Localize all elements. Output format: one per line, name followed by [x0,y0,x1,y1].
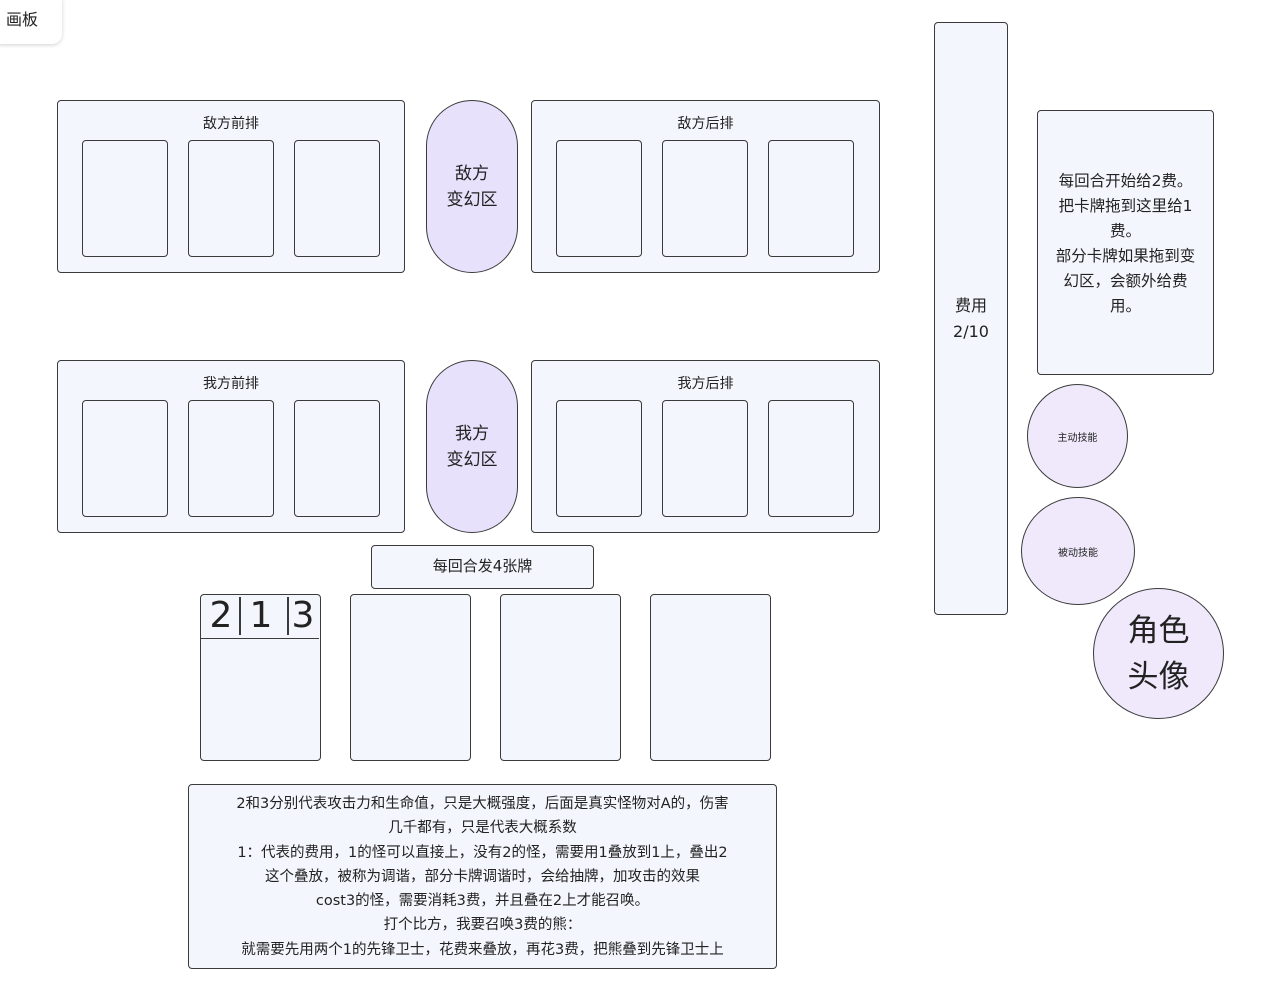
canvas-tab-label: 画板 [6,10,39,29]
cost-rule-note: 每回合开始给2费。 把卡牌拖到这里给1 费。 部分卡牌如果拖到变 幻区，会额外给… [1037,110,1214,375]
ally-front-row: 我方前排 [57,360,405,533]
enemy-back-row-title: 敌方后排 [677,116,734,132]
ally-back-row: 我方后排 [531,360,880,533]
rules-explanation: 2和3分别代表攻击力和生命值，只是大概强度，后面是真实怪物对A的，伤害 几千都有… [188,784,777,969]
stat-divider [239,597,241,635]
enemy-back-slot-3[interactable] [768,140,854,257]
stat-divider [287,597,289,635]
ally-back-slot-1[interactable] [556,400,642,517]
card-stat-header: 2 1 3 [201,595,319,639]
ally-back-slot-3[interactable] [768,400,854,517]
ally-front-slot-3[interactable] [294,400,380,517]
enemy-back-slot-1[interactable] [556,140,642,257]
ally-back-slot-2[interactable] [662,400,748,517]
hand-card-3[interactable] [500,594,621,761]
active-skill-button[interactable]: 主动技能 [1027,384,1128,488]
enemy-front-slot-3[interactable] [294,140,380,257]
hand-card-2[interactable] [350,594,471,761]
canvas-tab[interactable]: 画板 [0,0,62,44]
enemy-front-row: 敌方前排 [57,100,405,273]
card-cost-value: 1 [249,595,273,636]
enemy-front-row-title: 敌方前排 [203,116,259,132]
character-avatar[interactable]: 角色 头像 [1093,588,1224,719]
enemy-front-slot-1[interactable] [82,140,168,257]
card-health-value: 3 [291,595,315,636]
ally-back-row-title: 我方后排 [677,376,734,392]
ally-front-row-title: 我方前排 [203,376,259,392]
enemy-back-row: 敌方后排 [531,100,880,273]
card-attack-value: 2 [209,595,233,636]
hand-card-4[interactable] [650,594,771,761]
ally-front-slot-1[interactable] [82,400,168,517]
enemy-transform-zone[interactable]: 敌方 变幻区 [426,100,518,273]
passive-skill-button[interactable]: 被动技能 [1021,497,1135,605]
ally-front-slot-2[interactable] [188,400,274,517]
cost-bar[interactable]: 费用 2/10 [934,22,1008,615]
enemy-back-slot-2[interactable] [662,140,748,257]
ally-transform-zone[interactable]: 我方 变幻区 [426,360,518,533]
deal-cards-label: 每回合发4张牌 [371,545,594,589]
hand-card-1[interactable]: 2 1 3 [200,594,321,761]
enemy-front-slot-2[interactable] [188,140,274,257]
